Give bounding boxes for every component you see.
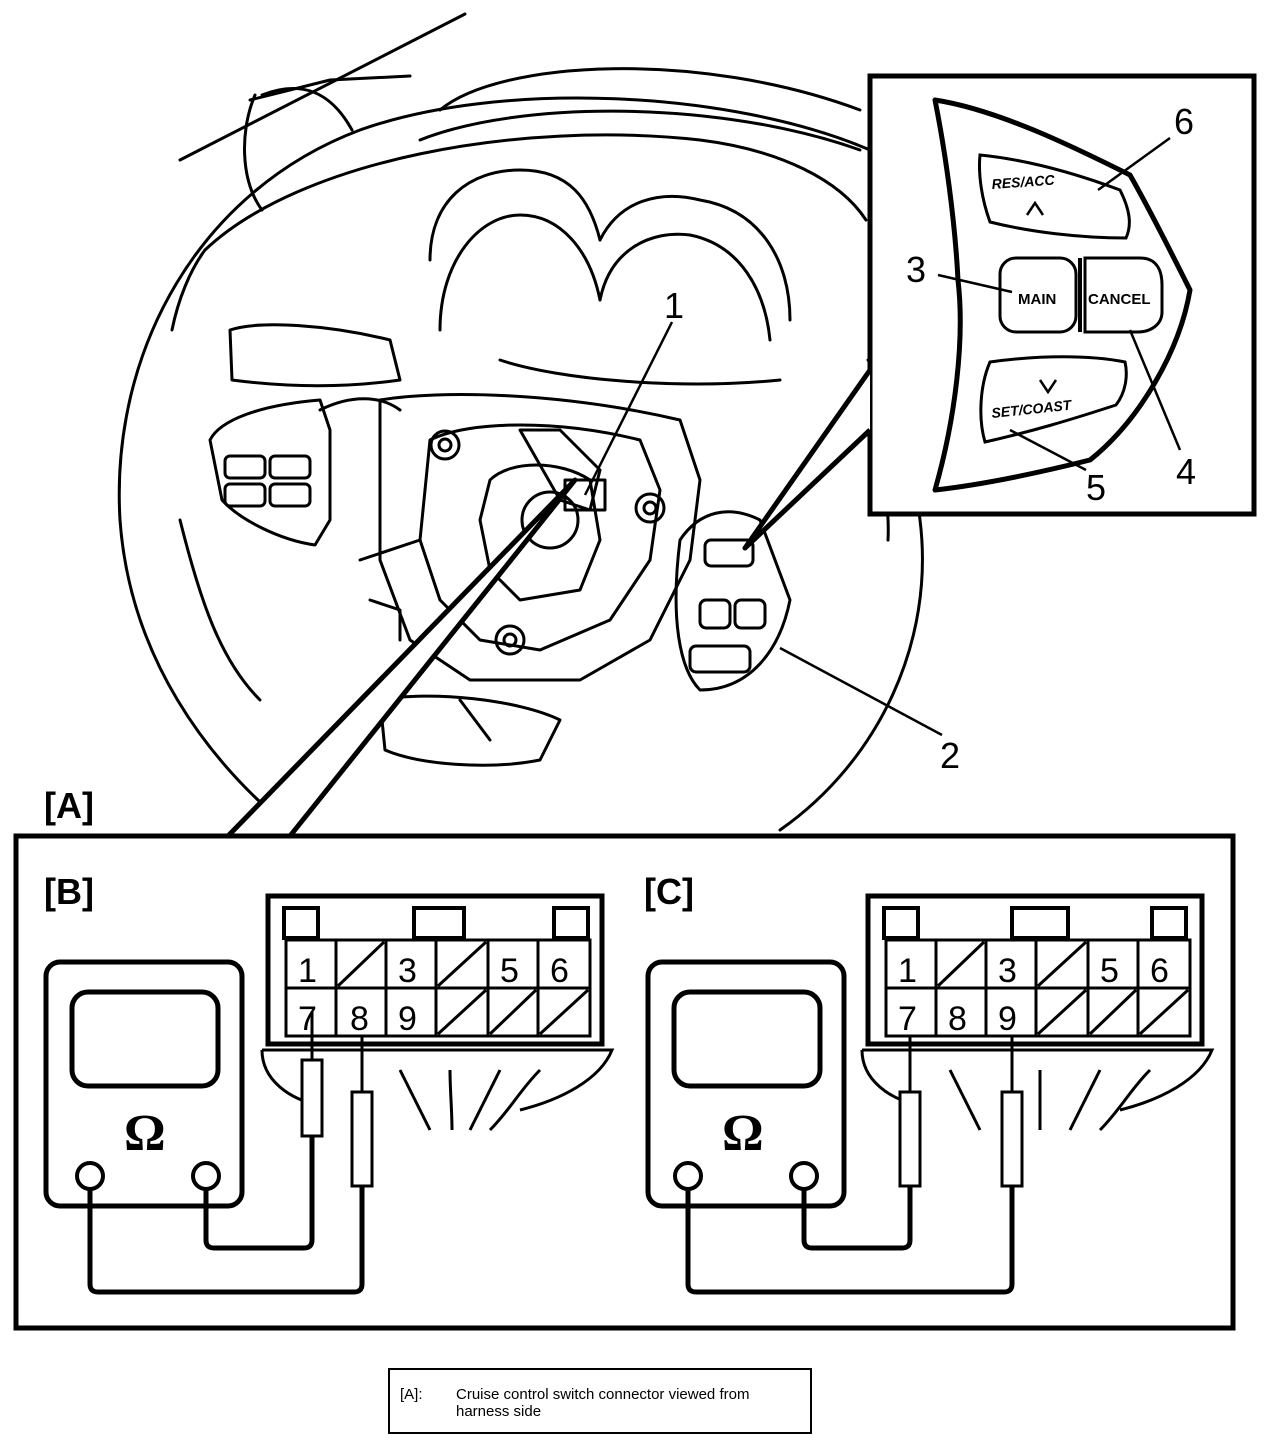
ohm-symbol-c: Ω — [722, 1105, 764, 1162]
wire-b-2 — [87, 1186, 365, 1295]
pin-c-7: 7 — [898, 1000, 917, 1038]
probes-c — [898, 1036, 1024, 1188]
callout-1: 1 — [664, 285, 684, 326]
test-setup-c: [C] Ω 1 3 5 6 7 8 9 — [644, 871, 1215, 1295]
meter-terminal-right-b — [191, 1161, 221, 1191]
up-chevron-icon — [1025, 200, 1045, 216]
meter-display-c — [671, 989, 823, 1089]
connector-panel-a — [13, 833, 1236, 1331]
pin-b-1: 1 — [298, 952, 317, 990]
meter-terminal-left-c — [673, 1161, 703, 1191]
section-tag-a: [A] — [44, 785, 94, 826]
callout-6: 6 — [1174, 101, 1194, 142]
res-acc-label: RES/ACC — [991, 172, 1056, 192]
main-label: MAIN — [1018, 291, 1056, 308]
probes-b — [300, 1012, 374, 1188]
wheel-leader-lines — [583, 321, 943, 737]
set-coast-button — [979, 355, 1128, 444]
meter-display-b — [69, 989, 221, 1089]
down-chevron-icon — [1038, 379, 1058, 395]
pin-c-6: 6 — [1150, 952, 1169, 990]
pin-c-3: 3 — [998, 952, 1017, 990]
inset-leader-lines — [937, 136, 1182, 472]
cancel-label: CANCEL — [1088, 291, 1151, 308]
pin-c-9: 9 — [998, 1000, 1017, 1038]
steering-wheel-illustration — [117, 12, 924, 832]
main-button — [998, 256, 1078, 334]
wire-c-2 — [685, 1186, 1015, 1295]
legend-key: [A]: — [400, 1386, 423, 1403]
test-setup-b: [B] Ω 1 3 5 6 7 8 9 — [43, 871, 615, 1295]
section-tag-c: [C] — [644, 871, 694, 912]
pin-b-9: 9 — [398, 1000, 417, 1038]
meter-terminal-left-b — [75, 1161, 105, 1191]
meter-terminal-right-c — [789, 1161, 819, 1191]
pin-b-6: 6 — [550, 952, 569, 990]
res-acc-button — [978, 153, 1131, 240]
wire-b-1 — [203, 1136, 315, 1251]
pin-c-5: 5 — [1100, 952, 1119, 990]
pin-b-7: 7 — [298, 1000, 317, 1038]
pin-b-8: 8 — [350, 1000, 369, 1038]
callout-5: 5 — [1086, 467, 1106, 508]
callout-4: 4 — [1176, 451, 1196, 492]
callout-2: 2 — [940, 735, 960, 776]
cancel-button — [1083, 256, 1164, 334]
pin-c-1: 1 — [898, 952, 917, 990]
pin-b-5: 5 — [500, 952, 519, 990]
callout-3: 3 — [906, 249, 926, 290]
wire-c-1 — [801, 1186, 913, 1251]
legend-text: Cruise control switch connector viewed f… — [456, 1386, 750, 1420]
switch-inset: RES/ACC MAIN CANCEL SET/COAST 6 3 4 5 — [742, 73, 1257, 551]
inset-pointer-wedge — [742, 368, 873, 551]
legend: [A]: Cruise control switch connector vie… — [388, 1368, 812, 1434]
pin-c-8: 8 — [948, 1000, 967, 1038]
section-tag-b: [B] — [44, 871, 94, 912]
ohm-symbol-b: Ω — [124, 1105, 166, 1162]
pin-b-3: 3 — [398, 952, 417, 990]
connector-pointer-wedge — [226, 477, 578, 838]
